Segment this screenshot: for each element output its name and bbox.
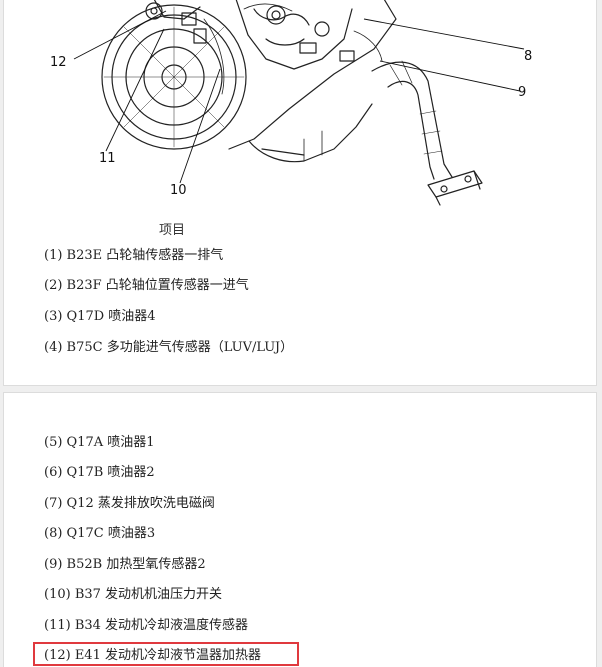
list-item: (3) Q17D 喷油器4 — [44, 309, 156, 324]
list-item: (8) Q17C 喷油器3 — [44, 526, 156, 541]
callout-8: 8 — [524, 49, 533, 64]
list-item: (10) B37 发动机机油压力开关 — [44, 587, 223, 602]
list-item: (2) B23F 凸轮轴位置传感器一进气 — [44, 278, 249, 293]
list-item: (1) B23E 凸轮轴传感器一排气 — [44, 248, 224, 263]
highlight-box — [33, 642, 299, 666]
callout-9: 9 — [518, 85, 527, 100]
engine-diagram — [73, 0, 525, 206]
list-item: (7) Q12 蒸发排放吹洗电磁阀 — [44, 496, 215, 511]
callout-12: 12 — [50, 55, 67, 70]
callout-11: 11 — [99, 151, 116, 166]
list-item: (4) B75C 多功能进气传感器（LUV/LUJ） — [44, 340, 294, 355]
list-item-highlighted: (12) E41 发动机冷却液节温器加热器 — [44, 648, 261, 663]
items-card: (5) Q17A 喷油器1 (6) Q17B 喷油器2 (7) Q12 蒸发排放… — [3, 392, 597, 667]
section-title: 项目 — [159, 223, 186, 238]
callout-10: 10 — [170, 183, 187, 198]
list-item: (5) Q17A 喷油器1 — [44, 435, 155, 450]
diagram-card: 12 11 10 8 9 项目 (1) B23E 凸轮轴传感器一排气 (2) B… — [3, 0, 597, 386]
list-item: (6) Q17B 喷油器2 — [44, 465, 155, 480]
list-item: (9) B52B 加热型氧传感器2 — [44, 557, 206, 572]
list-item: (11) B34 发动机冷却液温度传感器 — [44, 618, 249, 633]
